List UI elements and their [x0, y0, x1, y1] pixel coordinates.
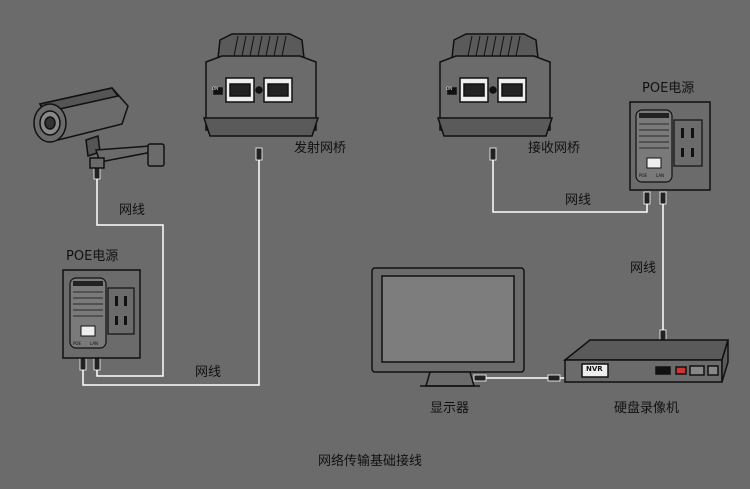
connector-monitor: [473, 374, 487, 382]
connector-receive-bridge: [489, 147, 497, 161]
connector-camera: [93, 166, 101, 180]
cable-label-top-right: 网线: [565, 193, 592, 208]
transmit-bridge-icon: [202, 33, 320, 137]
camera-icon: [33, 87, 165, 169]
cable-label-right: 网线: [630, 261, 657, 276]
poe-power-right-label: POE电源: [642, 81, 695, 96]
poe-right-port-poe: POE: [639, 173, 648, 178]
diagram-caption: 网络传输基础接线: [318, 454, 423, 469]
poe-power-left-label: POE电源: [66, 249, 119, 264]
connector-nvr-video: [547, 374, 561, 382]
wires: [82, 160, 664, 386]
receive-bridge-port-on: ON: [446, 86, 453, 91]
connector-poe-left-poe: [93, 357, 101, 371]
nvr-badge: NVR: [586, 365, 603, 373]
poe-power-right-icon: [629, 101, 711, 191]
connector-poe-right-poe: [643, 191, 651, 205]
connectors: [79, 147, 667, 382]
transmit-bridge-label: 发射网桥: [294, 141, 347, 156]
poe-right-port-lan: LAN: [656, 173, 665, 178]
monitor-icon: [371, 267, 525, 387]
monitor-label: 显示器: [430, 401, 470, 416]
wire-camera-to-poe: [96, 175, 164, 377]
receive-bridge-icon: [436, 33, 554, 137]
nvr-label: 硬盘录像机: [614, 401, 680, 416]
receive-bridge-label: 接收网桥: [528, 141, 581, 156]
cable-label-camera: 网线: [119, 203, 146, 218]
poe-left-port-poe: POE: [73, 341, 82, 346]
transmit-bridge-port-on: ON: [212, 86, 219, 91]
connector-transmit-bridge: [255, 147, 263, 161]
poe-power-left-icon: [62, 269, 141, 359]
wire-poe-to-transmit-bridge: [82, 160, 260, 386]
wire-receive-bridge-to-poe: [492, 160, 648, 213]
nvr-icon: [562, 339, 730, 383]
connector-poe-right-lan: [659, 191, 667, 205]
poe-left-port-lan: LAN: [90, 341, 99, 346]
cable-label-bottom: 网线: [195, 365, 222, 380]
connector-poe-left-lan: [79, 357, 87, 371]
